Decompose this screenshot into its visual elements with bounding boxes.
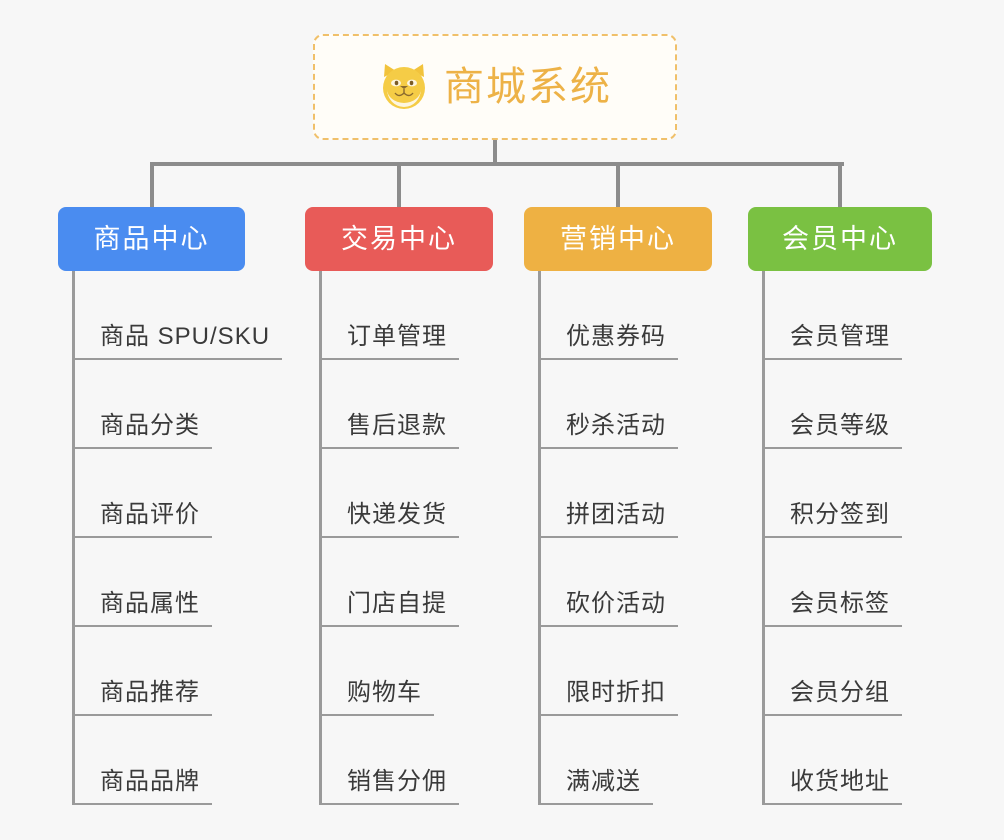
list-item-label: 商品评价 bbox=[72, 503, 212, 538]
list-item[interactable]: 会员等级 bbox=[762, 360, 902, 449]
list-item-label: 拼团活动 bbox=[538, 503, 678, 538]
list-item[interactable]: 会员管理 bbox=[762, 271, 902, 360]
list-item-label: 会员标签 bbox=[762, 592, 902, 627]
list-item-label: 秒杀活动 bbox=[538, 414, 678, 449]
list-item-label: 门店自提 bbox=[319, 592, 459, 627]
list-item-label: 商品推荐 bbox=[72, 681, 212, 716]
branch-item-list: 订单管理售后退款快递发货门店自提购物车销售分佣 bbox=[319, 271, 459, 805]
shiba-dog-face-icon bbox=[378, 61, 430, 113]
list-item-label: 订单管理 bbox=[319, 325, 459, 360]
list-item[interactable]: 订单管理 bbox=[319, 271, 459, 360]
connector-drop-4 bbox=[838, 162, 842, 207]
list-item[interactable]: 秒杀活动 bbox=[538, 360, 678, 449]
list-item[interactable]: 门店自提 bbox=[319, 538, 459, 627]
branch-header-3[interactable]: 营销中心 bbox=[524, 207, 712, 271]
root-node[interactable]: 商城系统 bbox=[313, 34, 677, 140]
list-item[interactable]: 商品属性 bbox=[72, 538, 282, 627]
list-item-label: 购物车 bbox=[319, 681, 434, 716]
connector-root-stem bbox=[493, 140, 497, 166]
branch-header-label: 会员中心 bbox=[782, 223, 898, 254]
branch-header-label: 商品中心 bbox=[93, 223, 210, 254]
list-item[interactable]: 销售分佣 bbox=[319, 716, 459, 805]
list-item[interactable]: 售后退款 bbox=[319, 360, 459, 449]
list-item[interactable]: 收货地址 bbox=[762, 716, 902, 805]
branch-trunk-line bbox=[319, 271, 322, 805]
list-item[interactable]: 购物车 bbox=[319, 627, 459, 716]
connector-drop-1 bbox=[149, 162, 154, 207]
branch-item-list: 会员管理会员等级积分签到会员标签会员分组收货地址 bbox=[762, 271, 902, 805]
list-item[interactable]: 会员分组 bbox=[762, 627, 902, 716]
branch-trunk-line bbox=[538, 271, 541, 805]
list-item-label: 商品 SPU/SKU bbox=[72, 325, 283, 360]
list-item-label: 会员等级 bbox=[762, 414, 902, 449]
list-item-label: 会员管理 bbox=[762, 325, 902, 360]
list-item[interactable]: 商品推荐 bbox=[72, 627, 282, 716]
branch-header-4[interactable]: 会员中心 bbox=[748, 207, 932, 271]
list-item[interactable]: 商品分类 bbox=[72, 360, 282, 449]
list-item-label: 满减送 bbox=[538, 770, 653, 805]
list-item-label: 砍价活动 bbox=[538, 592, 678, 627]
branch-trunk-line bbox=[762, 271, 765, 805]
list-item[interactable]: 商品 SPU/SKU bbox=[72, 271, 283, 360]
list-item-label: 商品品牌 bbox=[72, 770, 212, 805]
branch-header-label: 营销中心 bbox=[560, 223, 676, 254]
list-item-label: 商品分类 bbox=[72, 414, 212, 449]
connector-drop-3 bbox=[616, 162, 620, 207]
list-item-label: 商品属性 bbox=[72, 592, 212, 627]
branch-header-2[interactable]: 交易中心 bbox=[305, 207, 493, 271]
list-item[interactable]: 砍价活动 bbox=[538, 538, 678, 627]
connector-horizontal-bus bbox=[151, 162, 844, 166]
list-item[interactable]: 拼团活动 bbox=[538, 449, 678, 538]
branch-header-label: 交易中心 bbox=[341, 223, 457, 254]
list-item[interactable]: 快递发货 bbox=[319, 449, 459, 538]
list-item-label: 限时折扣 bbox=[538, 681, 678, 716]
list-item-label: 售后退款 bbox=[319, 414, 459, 449]
list-item-label: 优惠券码 bbox=[538, 325, 678, 360]
list-item-label: 积分签到 bbox=[762, 503, 902, 538]
branch-header-1[interactable]: 商品中心 bbox=[58, 207, 245, 271]
list-item[interactable]: 优惠券码 bbox=[538, 271, 678, 360]
list-item-label: 收货地址 bbox=[762, 770, 902, 805]
list-item[interactable]: 商品评价 bbox=[72, 449, 282, 538]
list-item-label: 快递发货 bbox=[319, 503, 459, 538]
list-item[interactable]: 商品品牌 bbox=[72, 716, 282, 805]
list-item[interactable]: 满减送 bbox=[538, 716, 678, 805]
list-item-label: 销售分佣 bbox=[319, 770, 459, 805]
list-item[interactable]: 限时折扣 bbox=[538, 627, 678, 716]
branch-item-list: 商品 SPU/SKU 商品分类商品评价商品属性商品推荐商品品牌 bbox=[72, 271, 283, 805]
list-item[interactable]: 会员标签 bbox=[762, 538, 902, 627]
list-item-label: 会员分组 bbox=[762, 681, 902, 716]
branch-trunk-line bbox=[72, 271, 75, 805]
connector-drop-2 bbox=[397, 162, 401, 207]
root-title: 商城系统 bbox=[444, 65, 612, 109]
branch-item-list: 优惠券码秒杀活动拼团活动砍价活动限时折扣满减送 bbox=[538, 271, 678, 805]
list-item[interactable]: 积分签到 bbox=[762, 449, 902, 538]
